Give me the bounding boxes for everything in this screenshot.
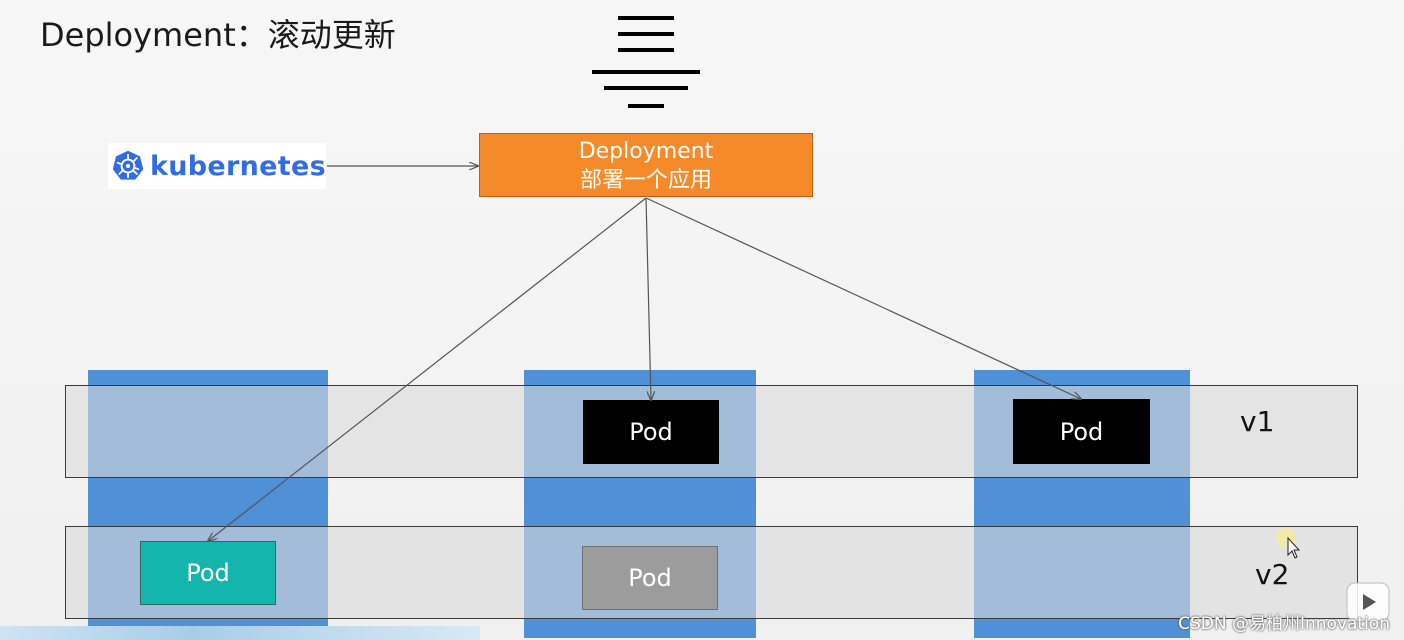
bottom-decoration	[0, 626, 480, 640]
deployment-subtitle: 部署一个应用	[579, 168, 712, 193]
mouse-pointer-icon	[1276, 528, 1301, 559]
kubernetes-logo: kubernetes	[108, 143, 326, 189]
pod-v2-node2: Pod	[582, 546, 718, 610]
deployment-title: Deployment	[578, 139, 714, 164]
hamburger-lines-icon	[592, 16, 700, 108]
arrow-to-pod-v2-node1	[208, 197, 647, 541]
pod-v1-node2: Pod	[583, 400, 719, 464]
slide-title: Deployment：滚动更新	[40, 16, 396, 54]
arrow-to-pod-v1-node3	[645, 197, 1081, 399]
arrow-to-pod-v1-node2	[645, 197, 651, 400]
watermark: CSDN @易柏州Innovation	[1178, 614, 1390, 634]
pod-v2-node1: Pod	[140, 541, 276, 605]
deployment-box: Deployment 部署一个应用	[479, 133, 813, 197]
kubernetes-helm-icon	[112, 150, 144, 180]
play-button-icon[interactable]	[1346, 582, 1390, 622]
version-label-v1: v1	[1240, 405, 1275, 438]
kubernetes-wordmark: kubernetes	[150, 150, 326, 182]
pod-v1-node3: Pod	[1013, 399, 1150, 464]
version-label-v2: v2	[1255, 558, 1290, 591]
